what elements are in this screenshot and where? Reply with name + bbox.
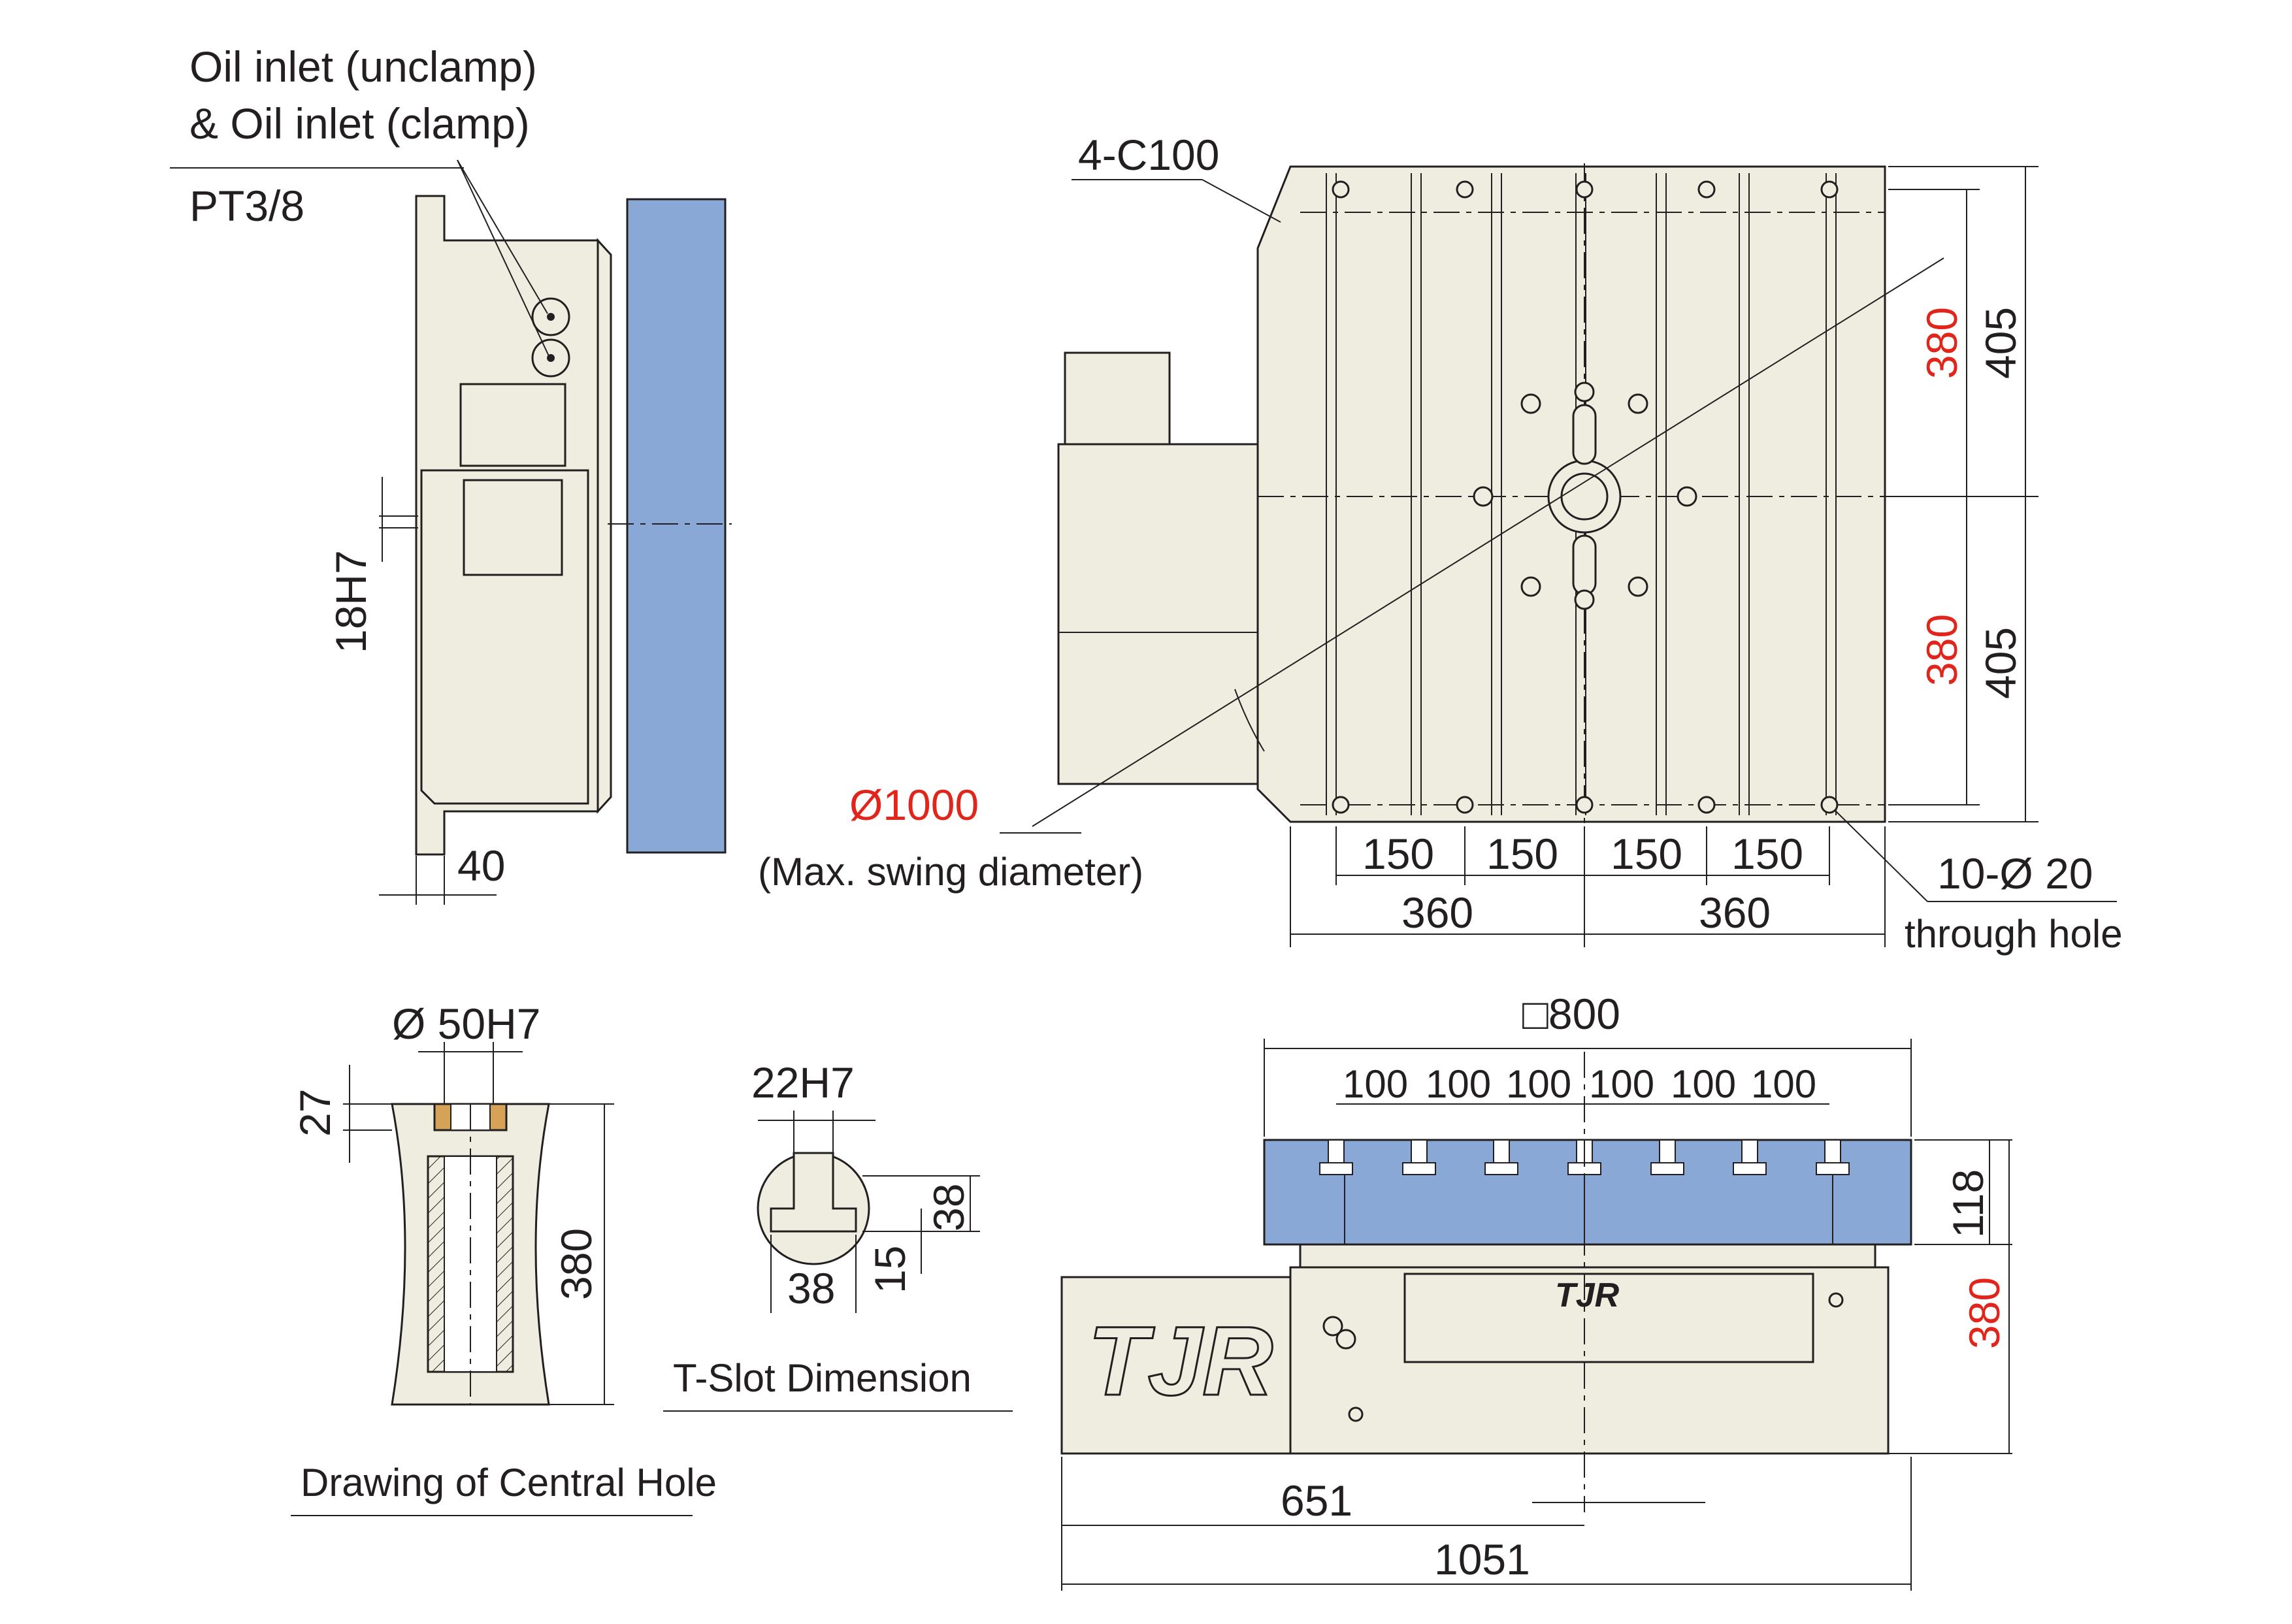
dim-100-6: 100 bbox=[1751, 1062, 1816, 1106]
through-hole bbox=[1820, 180, 1839, 199]
dim-40: 40 bbox=[457, 841, 505, 890]
dim-380-top: 380 bbox=[1918, 307, 1966, 379]
front-port-2 bbox=[1335, 1329, 1356, 1350]
top-view: Ø1000 (Max. swing diameter) 4-C100 380 4… bbox=[758, 131, 2123, 956]
through-hole bbox=[1456, 796, 1474, 814]
through-hole bbox=[1575, 796, 1594, 814]
dim-380-mid: 380 bbox=[1918, 614, 1966, 686]
dim-150-3: 150 bbox=[1611, 830, 1682, 878]
bolt-hole bbox=[1574, 589, 1595, 610]
oil-inlet-label-2: & Oil inlet (clamp) bbox=[189, 99, 530, 148]
dim-100-3: 100 bbox=[1506, 1062, 1571, 1106]
dim-380-center: 380 bbox=[552, 1228, 600, 1300]
side-view: Oil inlet (unclamp) & Oil inlet (clamp) … bbox=[170, 42, 732, 905]
dim-1051: 1051 bbox=[1434, 1535, 1530, 1583]
front-screw bbox=[1828, 1292, 1844, 1308]
through-hole bbox=[1456, 180, 1474, 199]
motor-cap bbox=[1064, 351, 1171, 449]
housing-flange bbox=[597, 238, 612, 814]
slot-lower bbox=[1572, 534, 1597, 596]
dim-tslot-15: 15 bbox=[866, 1246, 914, 1293]
logo-large: TJR bbox=[1088, 1306, 1273, 1416]
dim-405-mid: 405 bbox=[1976, 627, 2025, 699]
t-slot-lines bbox=[1326, 173, 1837, 815]
logo-small: TJR bbox=[1555, 1276, 1620, 1314]
bolt-hole bbox=[1520, 393, 1541, 414]
through-hole bbox=[1332, 180, 1350, 199]
table-side-blue bbox=[626, 198, 727, 854]
dim-380-front: 380 bbox=[1960, 1277, 2008, 1349]
dim-center-bore: Ø 50H7 bbox=[392, 999, 540, 1048]
leader-port-1 bbox=[457, 159, 548, 314]
bolt-hole bbox=[1628, 393, 1648, 414]
through-hole-note: through hole bbox=[1905, 912, 2123, 956]
center-bore bbox=[1560, 472, 1609, 521]
bolt-hole bbox=[1473, 486, 1494, 507]
dim-18h7: 18H7 bbox=[327, 550, 375, 653]
upper-block bbox=[459, 383, 566, 467]
dim-tslot-38v: 38 bbox=[925, 1184, 973, 1231]
bolt-hole bbox=[1677, 486, 1697, 507]
front-screw bbox=[1348, 1406, 1364, 1422]
t-slot-detail: 22H7 38 15 38 T-Slot Dimension bbox=[663, 1058, 1013, 1412]
central-hole-caption: Drawing of Central Hole bbox=[301, 1461, 717, 1504]
front-window bbox=[1403, 1273, 1814, 1363]
front-view: □800 100 100 100 100 100 100 bbox=[1060, 990, 2012, 1591]
dim-100-4: 100 bbox=[1589, 1062, 1654, 1106]
through-hole bbox=[1697, 796, 1716, 814]
dim-118: 118 bbox=[1944, 1169, 1992, 1238]
dim-651: 651 bbox=[1281, 1476, 1352, 1525]
through-hole bbox=[1820, 796, 1839, 814]
leader-port-2 bbox=[457, 159, 549, 357]
dim-22h7: 22H7 bbox=[751, 1058, 855, 1107]
dim-27: 27 bbox=[291, 1089, 339, 1137]
dim-360-l: 360 bbox=[1401, 888, 1473, 937]
through-hole bbox=[1575, 180, 1594, 199]
slot-upper bbox=[1572, 404, 1597, 465]
swing-note: (Max. swing diameter) bbox=[758, 850, 1143, 894]
central-hole-drawing: Ø 50H7 27 380 Drawing of Central Hole bbox=[291, 999, 717, 1516]
bolt-hole bbox=[1520, 576, 1541, 597]
dim-100-1: 100 bbox=[1343, 1062, 1408, 1106]
dim-150-4: 150 bbox=[1731, 830, 1803, 878]
dim-chamfer: 4-C100 bbox=[1078, 131, 1219, 179]
swing-diameter-line bbox=[1032, 257, 1944, 827]
dim-405-top: 405 bbox=[1976, 307, 2025, 379]
dim-tslot-38h: 38 bbox=[787, 1264, 835, 1312]
through-hole-dim: 10-Ø 20 bbox=[1937, 849, 2093, 898]
dim-100-5: 100 bbox=[1671, 1062, 1736, 1106]
bolt-hole bbox=[1574, 382, 1595, 402]
oil-inlet-label-1: Oil inlet (unclamp) bbox=[189, 42, 537, 91]
chamfer-leader bbox=[1202, 179, 1281, 223]
dim-360-r: 360 bbox=[1699, 888, 1771, 937]
front-port-1 bbox=[1322, 1316, 1343, 1337]
dim-square-800: □800 bbox=[1522, 990, 1620, 1038]
through-hole bbox=[1697, 180, 1716, 199]
dim-swing-dia: Ø1000 bbox=[849, 781, 979, 829]
dim-150-2: 150 bbox=[1486, 830, 1558, 878]
t-slot-caption: T-Slot Dimension bbox=[673, 1356, 972, 1400]
front-motor-box bbox=[1060, 1276, 1295, 1455]
dim-100-2: 100 bbox=[1426, 1062, 1491, 1106]
swing-arc bbox=[1234, 689, 1265, 752]
through-hole-leader bbox=[1834, 809, 1928, 902]
dim-150-1: 150 bbox=[1362, 830, 1434, 878]
through-hole bbox=[1332, 796, 1350, 814]
motor-housing bbox=[1057, 443, 1262, 785]
bolt-hole bbox=[1628, 576, 1648, 597]
access-plate bbox=[463, 479, 563, 576]
port-center-1 bbox=[547, 313, 555, 321]
table-base-ring bbox=[1299, 1243, 1876, 1269]
t-slot-profile bbox=[770, 1152, 857, 1233]
pt-thread-label: PT3/8 bbox=[189, 182, 304, 230]
